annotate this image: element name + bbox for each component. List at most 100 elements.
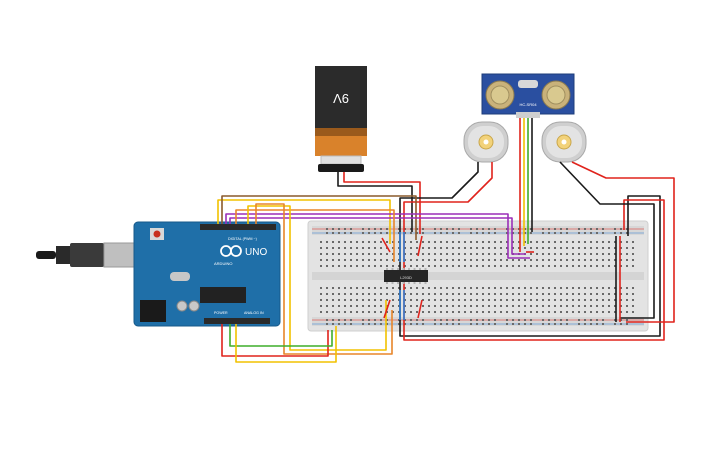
breadboard-rail-hole [368, 228, 370, 230]
breadboard-hole [410, 299, 412, 301]
breadboard-hole [566, 259, 568, 261]
breadboard-hole [566, 287, 568, 289]
breadboard-hole [632, 311, 634, 313]
breadboard-rail-hole [584, 319, 586, 321]
jumper-red [417, 299, 423, 319]
breadboard-rail-hole [374, 319, 376, 321]
breadboard-hole [536, 259, 538, 261]
breadboard-hole [374, 265, 376, 267]
breadboard-hole [464, 241, 466, 243]
breadboard-rail-hole [614, 323, 616, 325]
breadboard-hole [422, 293, 424, 295]
breadboard-hole [446, 311, 448, 313]
breadboard-hole [494, 247, 496, 249]
breadboard-hole [602, 259, 604, 261]
breadboard-rail-hole [602, 228, 604, 230]
breadboard-hole [356, 241, 358, 243]
breadboard-hole [332, 305, 334, 307]
breadboard-hole [326, 293, 328, 295]
breadboard-rail-hole [338, 323, 340, 325]
breadboard-hole [566, 241, 568, 243]
breadboard-hole [404, 241, 406, 243]
breadboard-hole [584, 287, 586, 289]
breadboard-hole [410, 259, 412, 261]
breadboard-hole [632, 259, 634, 261]
breadboard-hole [464, 287, 466, 289]
breadboard-rail-hole [344, 319, 346, 321]
breadboard-hole [446, 241, 448, 243]
breadboard-hole [548, 259, 550, 261]
breadboard-hole [398, 241, 400, 243]
breadboard-hole [380, 259, 382, 261]
breadboard-hole [512, 259, 514, 261]
breadboard-hole [530, 265, 532, 267]
breadboard-rail-hole [530, 228, 532, 230]
breadboard-rail-hole [596, 232, 598, 234]
wire-purple [225, 213, 530, 259]
breadboard-hole [572, 287, 574, 289]
breadboard-hole [326, 305, 328, 307]
wire-yellow [247, 205, 387, 351]
breadboard-hole [584, 293, 586, 295]
wire-orange [235, 209, 395, 262]
breadboard-hole [422, 241, 424, 243]
breadboard-hole [530, 287, 532, 289]
breadboard-hole [572, 305, 574, 307]
breadboard-hole [590, 241, 592, 243]
breadboard-rail-hole [566, 319, 568, 321]
breadboard-hole [374, 287, 376, 289]
breadboard-hole [374, 253, 376, 255]
breadboard-hole [482, 247, 484, 249]
breadboard-rail-hole [542, 319, 544, 321]
breadboard-hole [320, 241, 322, 243]
breadboard-hole [338, 287, 340, 289]
breadboard-hole [392, 311, 394, 313]
breadboard-hole [356, 293, 358, 295]
breadboard-hole [584, 247, 586, 249]
breadboard-hole [422, 265, 424, 267]
breadboard-rail-hole [620, 228, 622, 230]
breadboard-rail-hole [416, 228, 418, 230]
breadboard-hole [332, 299, 334, 301]
breadboard-rail-hole [554, 228, 556, 230]
breadboard-hole [512, 311, 514, 313]
breadboard-rail-hole [416, 319, 418, 321]
breadboard-hole [578, 265, 580, 267]
wire-red [343, 172, 421, 234]
breadboard-rail-hole [404, 232, 406, 234]
breadboard-hole [602, 241, 604, 243]
breadboard-hole [362, 299, 364, 301]
breadboard-hole [626, 247, 628, 249]
breadboard-hole [356, 287, 358, 289]
usb-plug [70, 243, 104, 267]
breadboard-hole [566, 265, 568, 267]
breadboard-hole [326, 265, 328, 267]
breadboard-hole [554, 287, 556, 289]
breadboard-hole [428, 299, 430, 301]
breadboard-rail-hole [434, 319, 436, 321]
breadboard-hole [560, 259, 562, 261]
breadboard-hole [494, 305, 496, 307]
breadboard-hole [506, 253, 508, 255]
breadboard-hole [602, 247, 604, 249]
analog-header-label: ANALOG IN [244, 311, 264, 315]
breadboard-hole [620, 253, 622, 255]
jumper-red [383, 299, 391, 319]
breadboard-hole [488, 265, 490, 267]
chip-pin [397, 282, 399, 284]
power-analog-header [204, 318, 270, 324]
wires [217, 118, 675, 363]
breadboard-hole [530, 311, 532, 313]
breadboard-hole [416, 253, 418, 255]
breadboard-hole [482, 299, 484, 301]
breadboard-hole [332, 265, 334, 267]
chip-pin [391, 268, 394, 270]
breadboard-hole [398, 311, 400, 313]
breadboard-hole [482, 241, 484, 243]
breadboard-hole [410, 305, 412, 307]
breadboard-hole [536, 241, 538, 243]
breadboard-hole [614, 247, 616, 249]
breadboard-hole [548, 265, 550, 267]
breadboard-hole [476, 299, 478, 301]
breadboard-hole [344, 305, 346, 307]
